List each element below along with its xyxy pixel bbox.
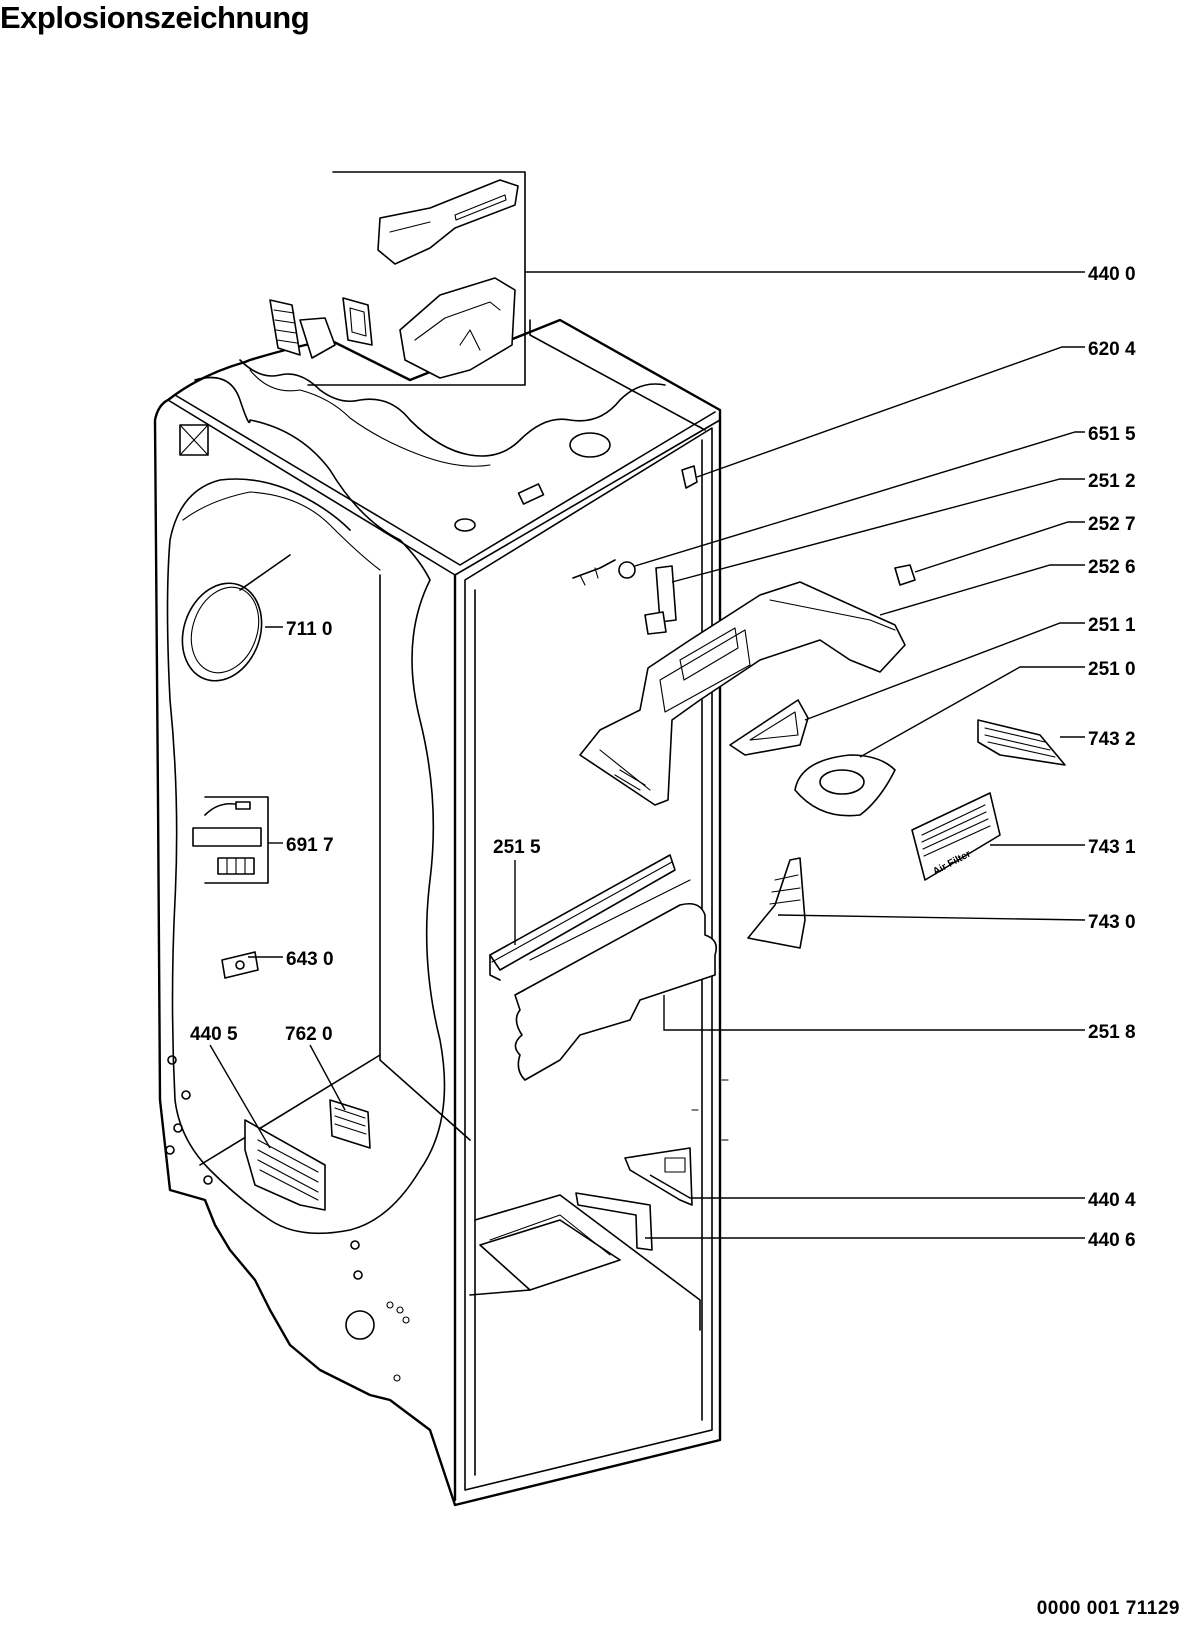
- part-6430-plate: [221, 951, 259, 979]
- part-2512-sensor: [644, 565, 677, 635]
- callout-4400: 440 0: [1088, 264, 1136, 285]
- callout-4406: 440 6: [1088, 1230, 1136, 1251]
- callout-7430: 743 0: [1088, 912, 1136, 933]
- callout-6430: 643 0: [286, 949, 334, 970]
- part-7431-air-filter: Air Filter: [911, 792, 1001, 881]
- callout-4404: 440 4: [1088, 1190, 1136, 1211]
- callout-2518: 251 8: [1088, 1022, 1136, 1043]
- callout-7432: 743 2: [1088, 729, 1136, 750]
- part-2515-rail: [489, 854, 676, 981]
- callout-4405: 440 5: [190, 1024, 238, 1045]
- callout-7431: 743 1: [1088, 837, 1136, 858]
- callout-6515: 651 5: [1088, 424, 1136, 445]
- part-2511-bracket: [729, 699, 809, 756]
- part-7110-cable-coil: [181, 554, 291, 682]
- callout-2526: 252 6: [1088, 557, 1136, 578]
- callout-7620: 762 0: [285, 1024, 333, 1045]
- callout-2515: 251 5: [493, 837, 541, 858]
- leader-lines: [209, 271, 1086, 1239]
- document-number: 0000 001 71129: [1036, 1598, 1180, 1619]
- cabinet-body: [153, 318, 729, 1507]
- callout-2527: 252 7: [1088, 514, 1136, 535]
- callout-2512: 251 2: [1088, 471, 1136, 492]
- callout-7110: 711 0: [286, 619, 333, 640]
- callout-6917: 691 7: [286, 835, 334, 856]
- part-7430-louver: [747, 857, 806, 949]
- part-2510-plate: [794, 754, 896, 817]
- part-7620-cover: [329, 1099, 371, 1149]
- part-2518-panel: [514, 879, 718, 1081]
- callout-labels: 440 0 620 4 651 5 251 2 252 7 252 6 251 …: [190, 264, 1136, 1251]
- callout-6204: 620 4: [1088, 339, 1136, 360]
- part-6204-clip: [681, 465, 698, 489]
- part-4404-bracket: [624, 1147, 693, 1206]
- page-title: Explosionszeichnung: [0, 0, 310, 35]
- part-2527-cap: [894, 564, 916, 586]
- part-2526-fan-housing: [579, 581, 906, 806]
- callout-2510: 251 0: [1088, 659, 1136, 680]
- part-6515-switch: [572, 559, 636, 586]
- part-4406-bracket: [575, 1192, 653, 1251]
- part-4405-grille: [244, 1119, 326, 1211]
- top-duct-group: [269, 171, 526, 386]
- part-6917-kit: [192, 796, 269, 884]
- part-7432-grille: [977, 719, 1066, 766]
- callout-2511: 251 1: [1088, 615, 1136, 636]
